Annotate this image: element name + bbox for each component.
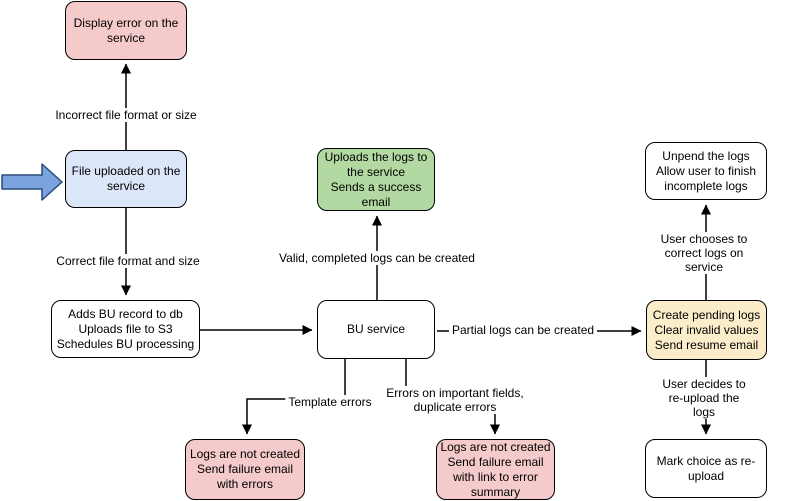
node-adds-bu-record: Adds BU record to db Uploads file to S3 … bbox=[51, 300, 200, 358]
node-unpend-logs: Unpend the logs Allow user to finish inc… bbox=[645, 142, 767, 200]
edge-label-correct-on-service: User chooses to correct logs on service bbox=[655, 232, 753, 274]
edge-label-incorrect-format: Incorrect file format or size bbox=[52, 108, 200, 122]
edge-label-correct-format: Correct file format and size bbox=[53, 254, 203, 268]
edge-label-template-errors: Template errors bbox=[285, 395, 375, 409]
node-logs-not-created-summary: Logs are not created Send failure email … bbox=[436, 439, 555, 500]
node-file-uploaded: File uploaded on the service bbox=[65, 150, 187, 208]
entry-arrow-icon bbox=[1, 163, 63, 201]
edge-label-important-fields: Errors on important fields, duplicate er… bbox=[383, 386, 527, 414]
node-uploads-logs-success: Uploads the logs to the service Sends a … bbox=[317, 148, 435, 211]
edge-label-reupload-logs: User decides to re-upload the logs bbox=[655, 377, 753, 419]
node-bu-service: BU service bbox=[317, 300, 435, 359]
node-mark-choice-reupload: Mark choice as re- upload bbox=[645, 439, 767, 498]
node-create-pending-logs: Create pending logs Clear invalid values… bbox=[646, 300, 767, 360]
node-logs-not-created-errors: Logs are not created Send failure email … bbox=[185, 439, 305, 500]
edge-label-partial-logs: Partial logs can be created bbox=[448, 323, 598, 337]
node-display-error: Display error on the service bbox=[65, 1, 187, 60]
edge-label-valid-logs: Valid, completed logs can be created bbox=[276, 251, 478, 265]
